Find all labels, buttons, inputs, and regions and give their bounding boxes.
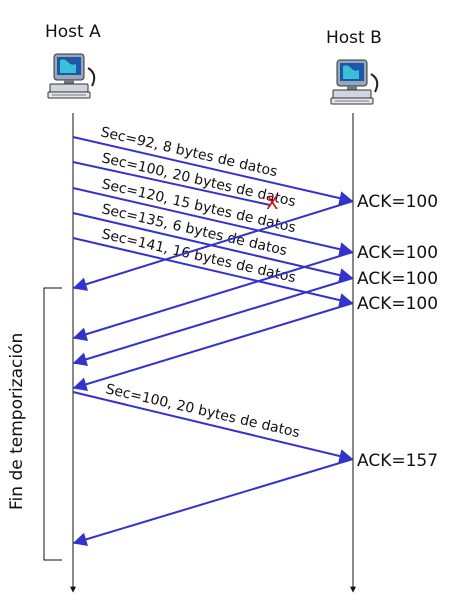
timeout-bracket: [43, 287, 62, 561]
retransmit-arrow: [72, 391, 354, 463]
ack-label-4: ACK=100: [357, 294, 438, 314]
segment-arrow-3: [72, 187, 354, 257]
ack-label-2: ACK=100: [357, 243, 438, 263]
ack-arrow-1: [72, 200, 354, 291]
ack-arrow-3: [72, 277, 354, 367]
retransmit-label: Sec=100, 20 bytes de datos: [104, 381, 301, 441]
ack-arrow-2: [72, 251, 354, 341]
segment-arrow-1: [72, 136, 354, 206]
segment-arrow-5: [72, 237, 354, 307]
lost-segment-marker: X: [266, 193, 278, 214]
host-b-label: Host B: [326, 28, 382, 48]
ack-label-3: ACK=100: [357, 269, 438, 289]
ack-label-5: ACK=157: [357, 451, 438, 471]
ack-arrow-5: [72, 458, 354, 547]
segment-arrow-2: [72, 161, 271, 206]
host-a-label: Host A: [45, 22, 101, 42]
host-a-computer-icon: [47, 53, 96, 99]
ack-label-1: ACK=100: [357, 192, 438, 212]
host-b-computer-icon: [330, 59, 379, 105]
ack-arrow-4: [72, 302, 354, 392]
timeout-label: Fin de temporización: [7, 333, 27, 510]
